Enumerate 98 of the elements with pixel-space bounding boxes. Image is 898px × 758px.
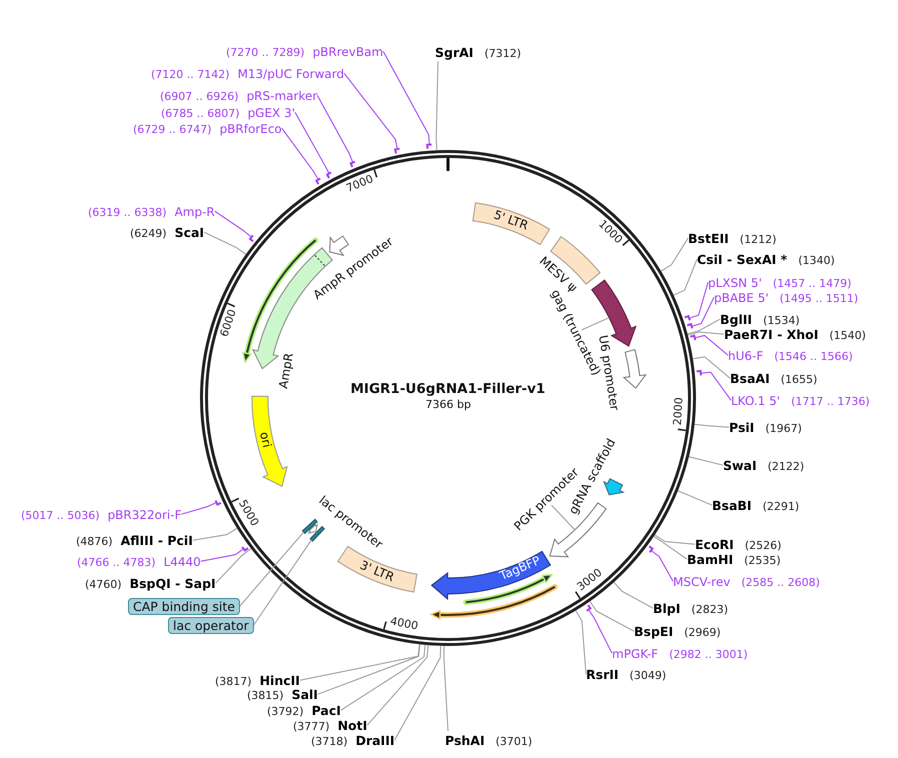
primer-label: MSCV-rev (2585 .. 2608) bbox=[673, 572, 820, 590]
leader-line bbox=[575, 610, 586, 675]
primer-mark bbox=[214, 499, 223, 507]
primer-mark bbox=[683, 314, 692, 322]
primer-label: LKO.1 5' (1717 .. 1736) bbox=[731, 391, 870, 410]
primer-label: (5017 .. 5036) pBR322ori-F bbox=[21, 505, 182, 524]
leader-line bbox=[181, 502, 216, 515]
primer-label: (6907 .. 6926) pRS-marker bbox=[160, 86, 318, 104]
primer-mark bbox=[240, 545, 250, 553]
leader-line bbox=[317, 644, 420, 695]
scale-number: 2000 bbox=[672, 396, 686, 426]
leader-line bbox=[299, 644, 420, 681]
restriction-site-label: (6249) ScaI bbox=[130, 223, 204, 242]
primer-label: (6785 .. 6807) pGEX 3' bbox=[161, 103, 296, 122]
primer-mark bbox=[425, 143, 434, 151]
leader-line bbox=[436, 60, 438, 151]
restriction-site-label: SgrAI (7312) bbox=[435, 43, 522, 62]
leader-line bbox=[701, 372, 732, 401]
primer-mark bbox=[248, 233, 255, 243]
restriction-site-label: CsiI - SexAI * (1340) bbox=[697, 250, 835, 268]
primer-label: mPGK-F (2982 .. 3001) bbox=[612, 644, 748, 662]
leader-line bbox=[673, 258, 698, 296]
leader-line bbox=[394, 645, 442, 741]
restriction-site-label: SwaI (2122) bbox=[723, 456, 804, 474]
leader-line bbox=[695, 334, 728, 356]
restriction-site-label: BspEI (2969) bbox=[634, 622, 721, 640]
leader-line bbox=[588, 610, 612, 654]
leader-line bbox=[281, 128, 318, 180]
leader-line bbox=[239, 532, 304, 606]
primer-label: (6729 .. 6747) pBRforEco bbox=[133, 119, 282, 138]
primer-mark bbox=[314, 176, 322, 186]
leader-line bbox=[192, 528, 238, 541]
feature-label: 3' LTR bbox=[357, 558, 396, 585]
primer-label: (7270 .. 7289) pBRrevBam bbox=[226, 42, 384, 60]
scale-number: 7000 bbox=[344, 173, 376, 196]
leader-line bbox=[366, 644, 429, 726]
restriction-site-label: (4760) BspQI - SapI bbox=[85, 574, 216, 592]
orf-indicator bbox=[430, 582, 558, 620]
restriction-site-label: BglII (1534) bbox=[720, 310, 800, 328]
primer-mark bbox=[585, 603, 592, 613]
scale-number: 4000 bbox=[388, 616, 419, 634]
primer-label: (4766 .. 4783) L4440 bbox=[77, 552, 201, 570]
primer-mark bbox=[393, 147, 402, 155]
primer-mark bbox=[688, 334, 697, 342]
restriction-site-label: RsrII (3049) bbox=[586, 665, 666, 684]
leader-line bbox=[294, 112, 330, 174]
primer-mark bbox=[647, 544, 654, 554]
primer-label: (6319 .. 6338) Amp-R bbox=[88, 202, 215, 220]
leader-line bbox=[692, 356, 730, 379]
leader-line bbox=[204, 232, 246, 255]
restriction-site-label: PshAI (3701) bbox=[445, 731, 532, 750]
leader-line bbox=[214, 210, 252, 237]
restriction-site-label: BstEII (1212) bbox=[688, 229, 776, 248]
primer-label: hU6-F (1546 .. 1566) bbox=[728, 346, 853, 364]
leader-line bbox=[687, 318, 720, 334]
leader-line bbox=[589, 600, 634, 632]
leader-line bbox=[581, 317, 610, 330]
restriction-site-label: PsiI (1967) bbox=[729, 418, 802, 436]
feature-mark bbox=[309, 525, 326, 543]
plasmid-name: MIGR1-U6gRNA1-Filler-v1 bbox=[350, 382, 546, 398]
leader-line bbox=[653, 536, 688, 560]
leader-line bbox=[551, 504, 576, 530]
scale-number: 6000 bbox=[218, 308, 240, 339]
leader-line bbox=[694, 424, 730, 428]
feature-label: ori bbox=[256, 431, 274, 450]
feature-tag: lac operator bbox=[168, 616, 254, 634]
leader-line bbox=[316, 94, 353, 162]
feature-mark bbox=[301, 518, 319, 535]
restriction-site-label: BsaAI (1655) bbox=[730, 369, 818, 388]
leader-line bbox=[690, 282, 708, 318]
feature-band bbox=[472, 201, 551, 246]
leader-line bbox=[651, 550, 674, 582]
leader-line bbox=[443, 645, 448, 732]
leader-line bbox=[687, 332, 724, 336]
leader-line bbox=[613, 582, 654, 609]
feature-label: AmpR bbox=[277, 352, 297, 390]
primer-label: (7120 .. 7142) M13/pUC Forward bbox=[151, 64, 344, 82]
restriction-site-label: BsaBI (2291) bbox=[712, 496, 800, 514]
leader-line bbox=[344, 72, 398, 149]
feature-tag: CAP binding site bbox=[128, 598, 240, 614]
leader-line bbox=[200, 548, 244, 562]
primer-mark bbox=[695, 369, 703, 377]
restriction-site-label: (4876) AflIII - PciI bbox=[76, 531, 193, 550]
leader-line bbox=[215, 548, 252, 584]
restriction-site-label: BlpI (2823) bbox=[653, 599, 728, 618]
primer-mark bbox=[325, 170, 333, 180]
leader-line bbox=[382, 50, 430, 144]
feature-label: 5' LTR bbox=[492, 208, 530, 234]
primer-mark bbox=[685, 322, 694, 330]
leader-line bbox=[253, 539, 312, 626]
leader-line bbox=[677, 490, 712, 506]
leader-line bbox=[340, 644, 426, 711]
plasmid-size: 7366 bp bbox=[426, 399, 471, 412]
leader-line bbox=[654, 534, 696, 545]
leader-line bbox=[692, 296, 714, 326]
leader-line bbox=[688, 456, 724, 466]
primer-mark bbox=[349, 160, 357, 169]
leader-line bbox=[660, 238, 688, 272]
